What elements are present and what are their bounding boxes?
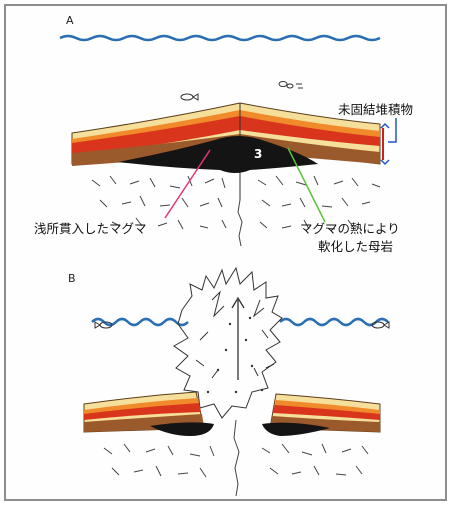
sediment-block-left — [84, 392, 214, 436]
label-shallow-intrusive-magma: 浅所貫入したマグマ — [34, 221, 147, 236]
panel-a-letter: A — [66, 14, 74, 27]
panel-b-letter: B — [68, 272, 76, 285]
label-unconsolidated-sediment: 未固結堆積物 — [338, 102, 413, 117]
magma-number: 3 — [254, 147, 262, 161]
label-softened-host-rock-1: マグマの熱により — [300, 221, 400, 236]
sediment-block-right — [262, 394, 380, 436]
host-rock-hatching-b — [104, 420, 368, 496]
panel-a: A 3 — [34, 14, 413, 254]
sea-surface-a — [60, 36, 380, 40]
sediment-bracket — [381, 118, 396, 164]
label-softened-host-rock-2: 軟化した母岩 — [318, 239, 393, 254]
fish-icon — [181, 82, 303, 101]
panel-b: B — [68, 268, 389, 496]
